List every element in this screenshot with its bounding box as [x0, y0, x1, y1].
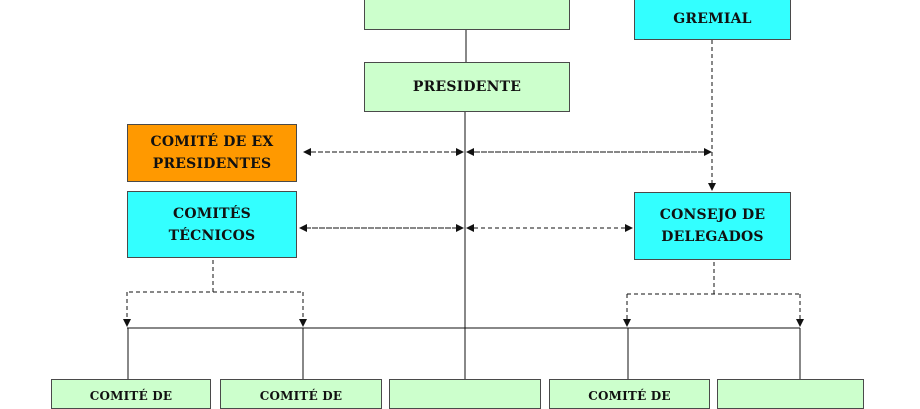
- box-top-center: [364, 0, 570, 30]
- box-consejo-delegados: CONSEJO DE DELEGADOS: [634, 192, 791, 260]
- box-comite-ex-presidentes: COMITÉ DE EX PRESIDENTES: [127, 124, 297, 182]
- box-bottom-3: [389, 379, 541, 409]
- consejo-delegados-label: CONSEJO DE DELEGADOS: [659, 207, 766, 245]
- bottom-1-label: COMITÉ DE: [89, 389, 173, 403]
- box-bottom-2: COMITÉ DE: [220, 379, 382, 409]
- connector-lines: [123, 30, 804, 380]
- ex-presidentes-label: COMITÉ DE EX PRESIDENTES: [150, 134, 274, 172]
- box-presidente: PRESIDENTE: [364, 62, 570, 112]
- gremial-label: GREMIAL: [673, 11, 752, 27]
- bottom-4-label: COMITÉ DE: [588, 389, 671, 403]
- bottom-2-label: COMITÉ DE: [259, 389, 343, 403]
- box-bottom-1: COMITÉ DE: [51, 379, 211, 409]
- box-comites-tecnicos: COMITÉS TÉCNICOS: [127, 191, 297, 258]
- box-gremial: GREMIAL: [634, 0, 791, 40]
- box-bottom-4: COMITÉ DE: [549, 379, 710, 409]
- comites-tecnicos-label: COMITÉS TÉCNICOS: [168, 205, 256, 244]
- dash-ct-branch: [127, 260, 214, 293]
- presidente-label: PRESIDENTE: [412, 79, 522, 95]
- box-bottom-5: [717, 379, 864, 409]
